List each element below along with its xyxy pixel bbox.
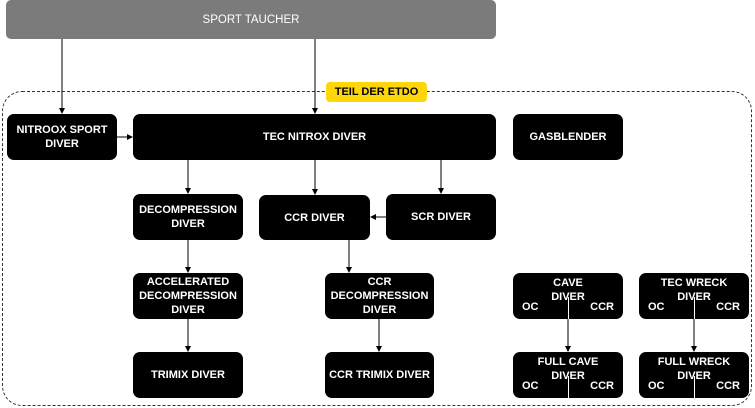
- node-full-wreck-diver[interactable]: FULL WRECK DIVER OC CCR: [639, 352, 749, 398]
- node-label: CCR TRIMIX DIVER: [329, 369, 430, 381]
- node-label: SCR DIVER: [411, 211, 471, 223]
- variant-ccr: CCR: [590, 380, 614, 392]
- node-label: CCR DIVER: [284, 211, 345, 224]
- node-label: SPORT TAUCHER: [202, 13, 300, 26]
- variant-ccr: CCR: [590, 301, 614, 313]
- etdo-badge: TEIL DER ETDO: [326, 82, 427, 102]
- variant-divider: [694, 376, 695, 398]
- node-ccr-diver[interactable]: CCR DIVER: [259, 195, 370, 240]
- node-label: ACCELERATED DECOMPRESSION DIVER: [139, 276, 237, 316]
- variant-oc: OC: [648, 380, 665, 392]
- node-nitroox-sport-diver[interactable]: NITROOX SPORT DIVER: [7, 114, 117, 160]
- node-tec-nitrox-diver[interactable]: TEC NITROX DIVER: [133, 114, 496, 160]
- node-scr-diver[interactable]: SCR DIVER: [386, 194, 496, 240]
- node-label: TEC NITROX DIVER: [262, 131, 367, 143]
- node-full-cave-diver[interactable]: FULL CAVE DIVER OC CCR: [513, 352, 623, 398]
- variant-divider: [694, 297, 695, 319]
- node-sport-taucher[interactable]: SPORT TAUCHER: [6, 0, 496, 39]
- node-gasblender[interactable]: GASBLENDER: [513, 114, 623, 160]
- variant-oc: OC: [648, 301, 665, 313]
- node-tec-wreck-diver[interactable]: TEC WRECK DIVER OC CCR: [639, 273, 749, 319]
- node-label: DECOMPRESSION DIVER: [139, 204, 237, 230]
- node-label: GASBLENDER: [529, 131, 607, 143]
- variant-oc: OC: [522, 301, 539, 313]
- node-label: CCR DECOMPRESSION DIVER: [330, 276, 429, 316]
- node-ccr-trimix-diver[interactable]: CCR TRIMIX DIVER: [325, 352, 434, 398]
- node-accelerated-decompression-diver[interactable]: ACCELERATED DECOMPRESSION DIVER: [133, 273, 243, 319]
- node-label: NITROOX SPORT DIVER: [16, 124, 108, 150]
- badge-label: TEIL DER ETDO: [334, 86, 419, 98]
- variant-divider: [568, 297, 569, 319]
- node-trimix-diver[interactable]: TRIMIX DIVER: [133, 352, 243, 398]
- node-ccr-decompression-diver[interactable]: CCR DECOMPRESSION DIVER: [325, 273, 434, 319]
- node-cave-diver[interactable]: CAVE DIVER OC CCR: [513, 273, 623, 319]
- variant-ccr: CCR: [716, 380, 740, 392]
- variant-oc: OC: [522, 380, 539, 392]
- variant-divider: [568, 376, 569, 398]
- variant-ccr: CCR: [716, 301, 740, 313]
- node-label: TRIMIX DIVER: [151, 369, 225, 381]
- node-decompression-diver[interactable]: DECOMPRESSION DIVER: [133, 194, 243, 240]
